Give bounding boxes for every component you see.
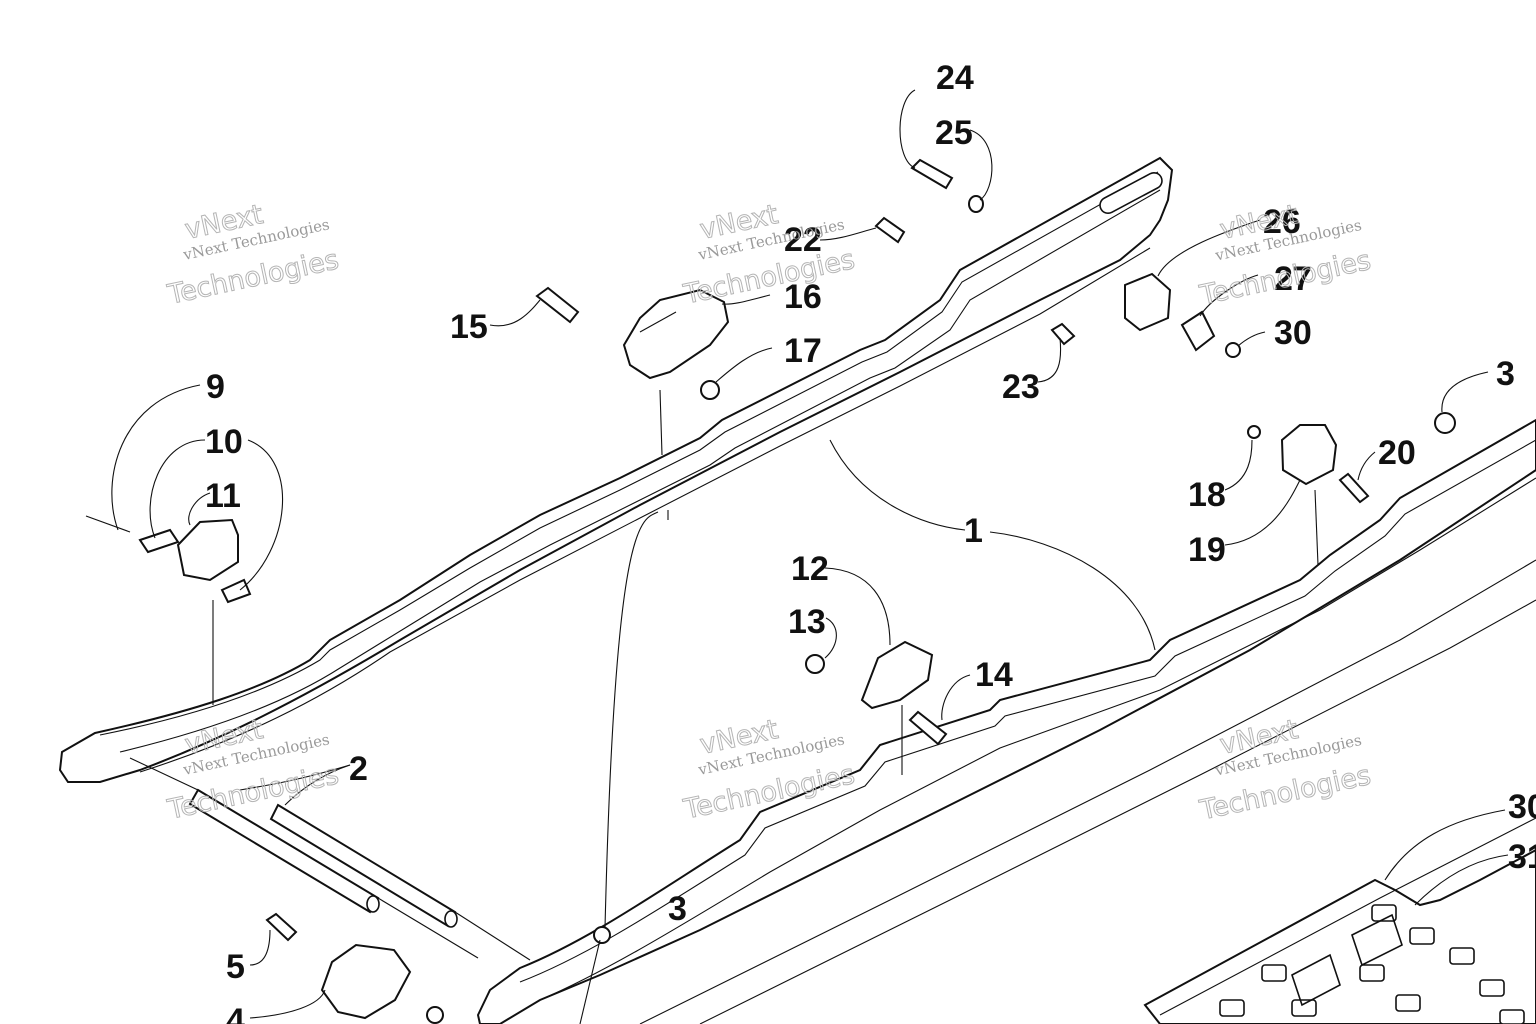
- callout-11: 11: [205, 477, 241, 515]
- callout-22: 23: [1002, 368, 1040, 406]
- track-section: [1143, 817, 1536, 1024]
- callout-12: 12: [791, 550, 829, 588]
- callout-4: 4: [226, 1002, 245, 1024]
- callout-labels: 24 25 22 26 27 30 23 15 16 17 3 20 18 19…: [205, 59, 1536, 1024]
- callout-24: 25: [935, 114, 973, 152]
- callout-27: 30: [1274, 314, 1312, 352]
- callout-3-middle: 3: [668, 890, 687, 928]
- callout-16: 16: [784, 278, 822, 316]
- callout-15: 15: [450, 308, 488, 346]
- right-slide-rail: [476, 418, 1536, 1024]
- callout-25: 26: [1263, 203, 1301, 241]
- hardware-parts: [85, 158, 1456, 1024]
- left-slide-rail: [58, 156, 1174, 783]
- callout-19: 19: [1188, 531, 1226, 569]
- cross-shafts: [129, 757, 531, 961]
- leader-lines: [111, 89, 1509, 1024]
- callout-23: 24: [936, 59, 974, 97]
- callout-9: 9: [206, 368, 225, 406]
- callout-14: 14: [975, 656, 1013, 694]
- callout-31: 31: [1508, 838, 1536, 876]
- callout-10: 10: [205, 423, 243, 461]
- callout-2: 2: [349, 750, 368, 788]
- callout-26: 27: [1274, 260, 1312, 298]
- callout-20: 20: [1378, 434, 1416, 472]
- callout-13: 13: [788, 603, 826, 641]
- callout-30: 30: [1508, 788, 1536, 826]
- callout-18: 18: [1188, 476, 1226, 514]
- callout-1: 1: [964, 512, 983, 550]
- callout-17: 17: [784, 332, 822, 370]
- callout-3-top: 3: [1496, 355, 1515, 393]
- callout-21: 22: [784, 221, 822, 259]
- callout-5: 5: [226, 948, 245, 986]
